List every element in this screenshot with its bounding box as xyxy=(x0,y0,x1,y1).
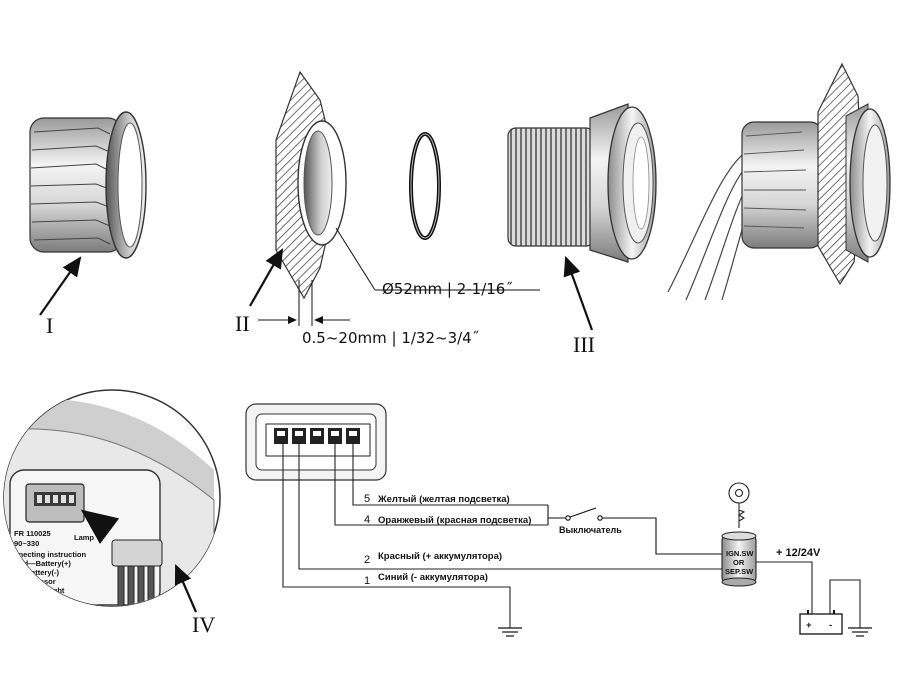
part-i-nut xyxy=(29,111,147,259)
arrow-part-iv xyxy=(174,563,198,613)
wire-2-red xyxy=(298,444,722,570)
battery-minus: - xyxy=(829,620,832,631)
wire-2-label: Красный (+ аккумулятора) xyxy=(378,551,502,562)
arrow-part-iii xyxy=(563,255,594,331)
diameter-label: Ø52mm | 2-1/16˝ xyxy=(382,280,513,298)
wire-1-number: 1 xyxy=(364,575,370,587)
battery-icon xyxy=(799,610,843,635)
wire-1-label: Синий (- аккумулятора) xyxy=(378,572,488,583)
ign-line-3: SEP.SW xyxy=(725,567,754,576)
inset-line-8: SUP xyxy=(14,604,29,613)
supply-label: + 12/24V xyxy=(776,547,821,559)
light-switch xyxy=(547,505,722,555)
wire-4-orange xyxy=(334,444,548,526)
label-part-iv: IV xyxy=(192,612,215,637)
label-part-iii: III xyxy=(573,332,595,357)
wire-4-number: 4 xyxy=(364,514,370,526)
ignition-switch xyxy=(721,531,757,587)
connector-schematic xyxy=(245,403,387,481)
wire-4-label: Оранжевый (красная подсветка) xyxy=(378,515,531,526)
battery-plus: + xyxy=(806,620,812,631)
arrow-part-ii xyxy=(249,248,284,307)
wire-5-yellow xyxy=(352,444,548,506)
battery-ground-wire xyxy=(829,579,861,628)
switch-label: Выключатель xyxy=(559,525,622,535)
inset-line-3: Red—Battery(+) xyxy=(14,559,71,568)
diameter-leader xyxy=(335,227,376,291)
inset-line-5: ue—Sensor xyxy=(14,577,56,586)
inset-line-0: FR 110025 xyxy=(14,529,51,538)
ground-symbol-right xyxy=(848,627,872,637)
ground-symbol-left xyxy=(498,627,522,637)
wire-5-label: Желтый (желтая подсветка) xyxy=(377,494,510,505)
label-part-i: I xyxy=(46,313,53,338)
thickness-label: 0.5~20mm | 1/32~3/4˝ xyxy=(302,329,479,347)
part-ii-panel xyxy=(275,70,347,300)
inset-line-7: —Yellow Light xyxy=(14,595,66,604)
label-part-ii: II xyxy=(235,311,250,336)
ign-line-1: IGN.SW xyxy=(726,549,754,558)
ignition-key-icon xyxy=(728,482,750,528)
o-ring xyxy=(409,132,441,240)
inset-line-6: ck—Red Light xyxy=(14,586,65,595)
arrow-part-i xyxy=(39,256,82,316)
ign-line-2: OR xyxy=(733,558,745,567)
inset-line-1: 90~330 xyxy=(14,539,39,548)
wire-5-number: 5 xyxy=(364,493,370,505)
supply-wire xyxy=(756,561,813,614)
wire-1-blue xyxy=(282,444,511,628)
connector-inset: FR 110025 90~330 nnecting instruction Re… xyxy=(3,389,221,613)
nut-ridges xyxy=(30,127,113,245)
wire-2-number: 2 xyxy=(364,554,370,566)
assembled-gauge xyxy=(667,62,891,301)
inset-line-4: k—Battery(-) xyxy=(14,568,60,577)
inset-side-label: Lamp xyxy=(74,533,94,542)
inset-line-2: nnecting instruction xyxy=(14,550,87,559)
assembled-wires xyxy=(667,149,755,301)
part-iii-housing xyxy=(507,103,657,263)
thickness-dimension xyxy=(258,280,350,326)
